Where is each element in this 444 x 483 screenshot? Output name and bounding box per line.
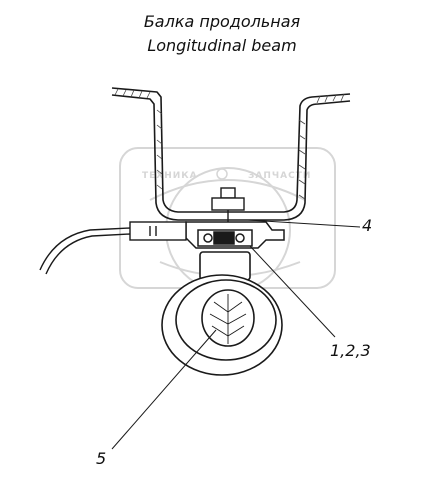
leader-5	[111, 329, 217, 450]
cable-lower	[45, 233, 131, 275]
beam-inner-edge	[111, 94, 351, 221]
callout-label-5: 5	[96, 449, 107, 468]
leader-4	[247, 219, 361, 228]
connector-housing	[129, 221, 187, 241]
watermark-arc	[149, 179, 306, 201]
watermark-text-left: ТЕХНИКА	[142, 171, 198, 181]
mounting-bracket	[185, 221, 285, 249]
bolt-head	[220, 187, 236, 199]
callout-label-1-2-3: 1,2,3	[330, 341, 371, 360]
callout-label-4: 4	[362, 216, 373, 235]
bulb-filament-pattern	[209, 294, 247, 344]
fastener-left	[203, 233, 213, 243]
sensor-core	[213, 231, 235, 245]
watermark-gear-icon	[216, 168, 228, 180]
watermark-text-right: ЗАПЧАСТИ	[248, 171, 311, 181]
longitudinal-beam	[111, 87, 351, 221]
lamp-assembly	[161, 251, 283, 376]
leader-1-2-3	[249, 245, 336, 338]
leader-lines	[111, 219, 361, 450]
cable-connector	[129, 221, 187, 241]
sensor-cable	[39, 227, 131, 275]
diagram-title-russian: Балка продольная	[143, 12, 301, 31]
mounting-bolt	[211, 187, 245, 224]
lamp-reflector	[175, 279, 277, 361]
fastener-right	[235, 233, 245, 243]
bolt-nut	[211, 197, 245, 211]
cable-upper	[39, 227, 131, 271]
beam-outer-edge	[111, 87, 351, 213]
diagram-title-english: Longitudinal beam	[147, 36, 297, 55]
beam-hatching	[114, 88, 345, 200]
